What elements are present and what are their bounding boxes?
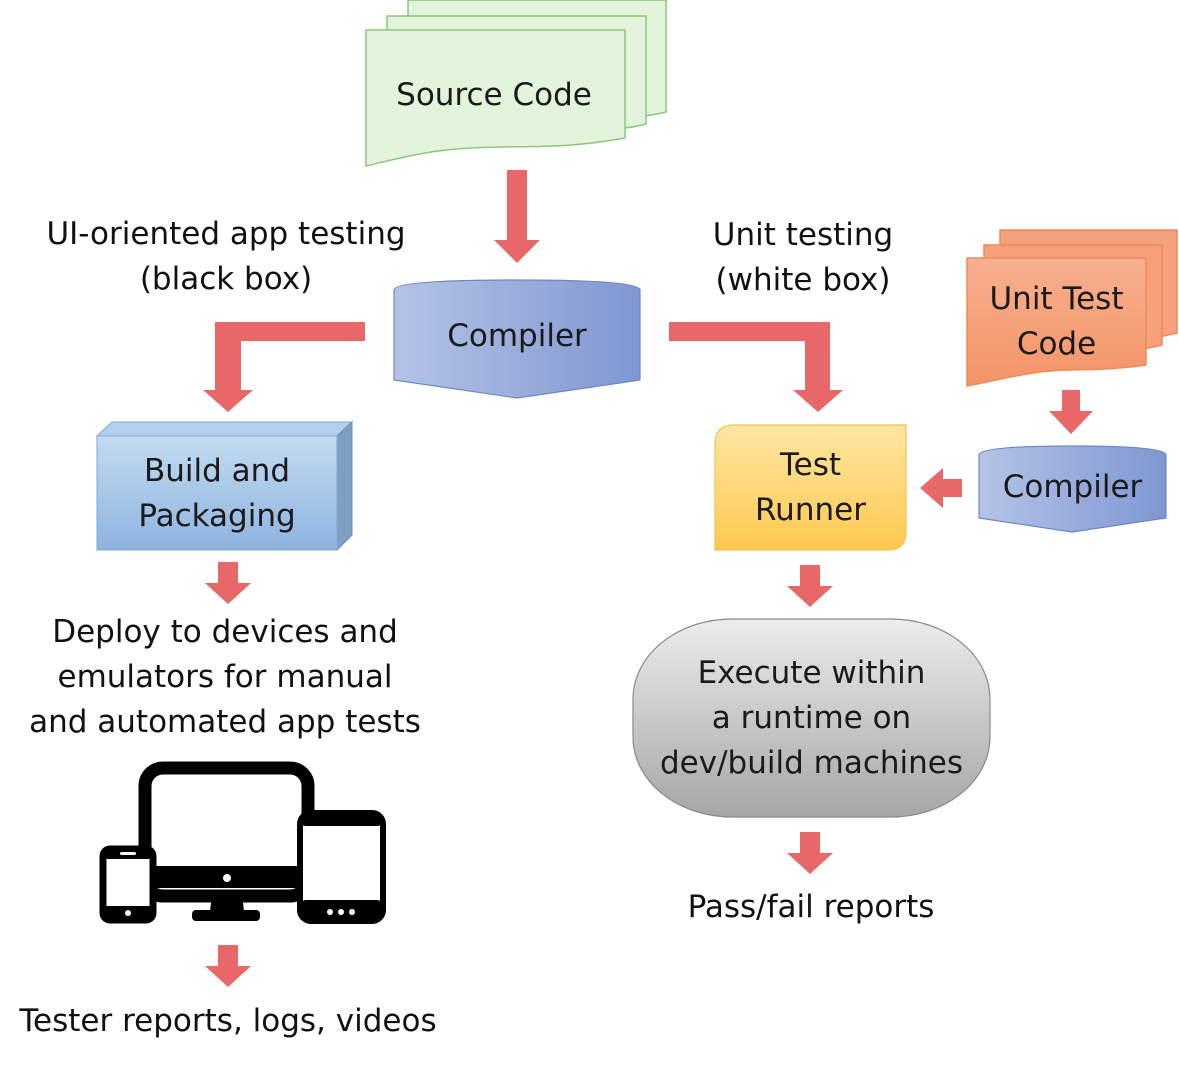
compiler-test-shape bbox=[978, 445, 1167, 533]
test-runner-line-1: Test bbox=[779, 447, 842, 483]
desktop-monitor-icon bbox=[138, 761, 315, 921]
arrow-devices-to-reports bbox=[205, 945, 251, 987]
ui-testing-line-2: (black box) bbox=[139, 261, 313, 297]
deploy-line-3: and automated app tests bbox=[29, 704, 421, 740]
arrow-build-to-deploy bbox=[205, 562, 251, 604]
build-packaging-line-1: Build and bbox=[144, 453, 290, 489]
compiler-test-label: Compiler bbox=[1002, 469, 1143, 505]
ui-testing-label: UI-oriented app testing (black box) bbox=[20, 212, 432, 302]
tablet-icon bbox=[297, 810, 386, 924]
build-packaging-box bbox=[95, 420, 354, 552]
execute-line-1: Execute within bbox=[697, 655, 926, 691]
unit-testing-label: Unit testing (white box) bbox=[690, 213, 916, 303]
execute-line-3: dev/build machines bbox=[660, 745, 963, 781]
source-code-document-shape bbox=[365, 0, 667, 167]
arrow-source-to-compiler bbox=[494, 170, 540, 263]
unit-test-code-line-2: Code bbox=[1016, 326, 1097, 362]
unit-testing-line-1: Unit testing bbox=[712, 217, 894, 253]
deploy-line-1: Deploy to devices and bbox=[52, 614, 398, 650]
pass-fail-label: Pass/fail reports bbox=[687, 889, 935, 925]
execute-runtime-label: Execute within a runtime on dev/build ma… bbox=[633, 651, 990, 786]
deploy-label: Deploy to devices and emulators for manu… bbox=[18, 610, 432, 745]
arrow-compiler-to-runner-left bbox=[920, 468, 962, 508]
arrow-execute-to-pass-fail bbox=[787, 832, 833, 874]
compiler-main-label: Compiler bbox=[447, 318, 587, 354]
test-runner-shape bbox=[714, 424, 907, 551]
smartphone-icon bbox=[99, 845, 157, 924]
arrow-runner-to-execute bbox=[787, 565, 833, 607]
source-code-label: Source Code bbox=[396, 77, 592, 113]
build-packaging-label: Build and Packaging bbox=[97, 449, 337, 539]
deploy-line-2: emulators for manual bbox=[57, 659, 393, 695]
unit-testing-line-2: (white box) bbox=[715, 262, 891, 298]
arrows bbox=[203, 170, 1093, 987]
test-runner-label: Test Runner bbox=[715, 443, 906, 533]
test-runner-line-2: Runner bbox=[755, 492, 866, 528]
unit-test-code-label: Unit Test Code bbox=[967, 277, 1146, 367]
arrow-unittest-to-compiler bbox=[1049, 390, 1093, 434]
build-packaging-line-2: Packaging bbox=[138, 498, 296, 534]
compiler-main-shape bbox=[393, 279, 641, 399]
arrow-compiler-to-build bbox=[203, 322, 365, 412]
ui-testing-line-1: UI-oriented app testing bbox=[46, 216, 406, 252]
tester-reports-label: Tester reports, logs, videos bbox=[19, 1003, 437, 1039]
unit-test-code-document-shape bbox=[966, 229, 1178, 387]
execute-line-2: a runtime on bbox=[711, 700, 912, 736]
arrow-compiler-to-runner bbox=[669, 322, 843, 412]
unit-test-code-line-1: Unit Test bbox=[989, 281, 1124, 317]
execute-runtime-shape bbox=[632, 618, 991, 818]
